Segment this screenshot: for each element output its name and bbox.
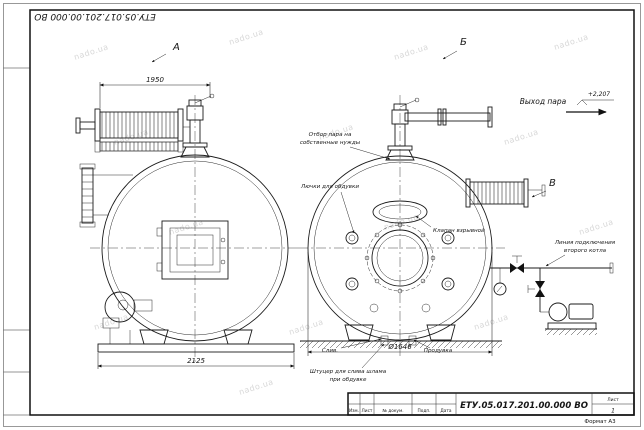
label-own-needs-1: Отбор пара на: [309, 132, 352, 138]
safety-valve-front: [385, 97, 420, 161]
watermark: nado.ua: [473, 312, 510, 332]
watermark: nado.ua: [393, 42, 430, 62]
tb-col-izm: Изм.: [349, 408, 359, 414]
view-label-a: А: [172, 42, 180, 53]
tb-doc-number: ЕТУ.05.017.201.00.000 ВО: [460, 401, 588, 411]
manhole: [364, 222, 436, 294]
label-sludge-2: при обдувке: [330, 377, 367, 383]
label-explosion-valve: Клапан взрывной: [433, 228, 485, 234]
watermark: nado.ua: [503, 127, 540, 147]
view-a-arrow: [151, 53, 167, 63]
blow-hatches-leader: [340, 191, 355, 234]
label-blowdown: Продувка: [424, 348, 453, 354]
label-sludge-1: Штуцер для слива шлама: [310, 369, 387, 375]
watermark: nado.ua: [238, 377, 275, 397]
watermark: nado.ua: [288, 317, 325, 337]
feed-pump: [545, 302, 597, 335]
tb-sheet-value: 1: [611, 408, 615, 415]
tb-col-date: Дата: [440, 408, 451, 414]
label-drain: Слив.: [322, 348, 338, 354]
tb-sheet-label: Лист: [607, 397, 619, 403]
dim-2125-text: 2125: [187, 357, 205, 365]
shell-fittings: [345, 231, 455, 346]
annotations: Выход пара +2,207 Отбор пара на собствен…: [300, 91, 616, 383]
view-label-v: В: [549, 178, 556, 189]
economizer-left: [75, 108, 184, 153]
dim-diameter-text: Ø1646: [387, 343, 412, 351]
label-second-boiler-1: Линия подключения: [554, 240, 616, 246]
title-block: Изм. Лист № докум. Подп. Дата ЕТУ.05.017…: [347, 392, 635, 425]
sheet-frame: [3, 3, 641, 427]
drain-leader: [340, 338, 382, 349]
view-v-arrow: [531, 190, 547, 198]
base-skid-left: [97, 329, 295, 353]
dimension-2125: 2125: [97, 353, 295, 369]
supports-front: [300, 324, 502, 348]
economizer-front: [465, 178, 546, 208]
second-boiler-leader: [545, 254, 566, 267]
safety-valve-left: [180, 93, 215, 158]
doc-number-rotated: ЕТУ.05.017.201.00.000 ВО: [34, 11, 156, 21]
furnace-door: [156, 220, 229, 280]
boiler-front-view: Ø1646 Б В: [298, 37, 556, 356]
watermark: nado.ua: [168, 217, 205, 237]
own-needs-leader: [349, 146, 391, 160]
watermark: nado.ua: [93, 312, 130, 332]
watermark: nado.ua: [228, 27, 265, 47]
burner-fan: [102, 291, 153, 344]
dim-1950-text: 1950: [146, 76, 164, 84]
label-own-needs-2: собственные нужды: [300, 140, 361, 146]
watermark: nado.ua: [553, 32, 590, 52]
label-steam-outlet: Выход пара: [520, 97, 567, 106]
label-second-boiler-2: второго котла: [564, 248, 607, 254]
level-gauge-column: [79, 163, 133, 228]
watermark: nado.ua: [73, 42, 110, 62]
dimension-1950: 1950: [99, 76, 211, 108]
explosion-valve-leader: [415, 215, 432, 228]
tb-col-list: Лист: [362, 408, 373, 414]
valve-vertical: [527, 281, 545, 297]
pressure-gauge: [493, 268, 507, 296]
watermark: nado.ua: [578, 217, 615, 237]
sludge-leader: [361, 343, 385, 369]
boiler-side-view: 1950 2125 А: [75, 42, 300, 369]
elevation-text: +2,207: [588, 91, 610, 98]
blowdown-leader: [413, 339, 431, 349]
tb-col-sign: Подп.: [417, 408, 430, 414]
label-blow-hatches: Лючки для обдувки: [300, 184, 359, 190]
feed-piping: [490, 255, 614, 335]
tb-col-doc: № докум.: [382, 408, 403, 414]
format-label: Формат А3: [584, 419, 616, 425]
elevation-mark: +2,207: [576, 91, 614, 106]
steam-pipe: [404, 106, 493, 128]
explosion-valve-hatch: [372, 200, 428, 224]
view-label-b: Б: [460, 37, 467, 48]
valve-horizontal: [510, 255, 524, 273]
view-b-arrow: [442, 50, 458, 60]
dimension-diameter: Ø1646: [307, 252, 493, 356]
